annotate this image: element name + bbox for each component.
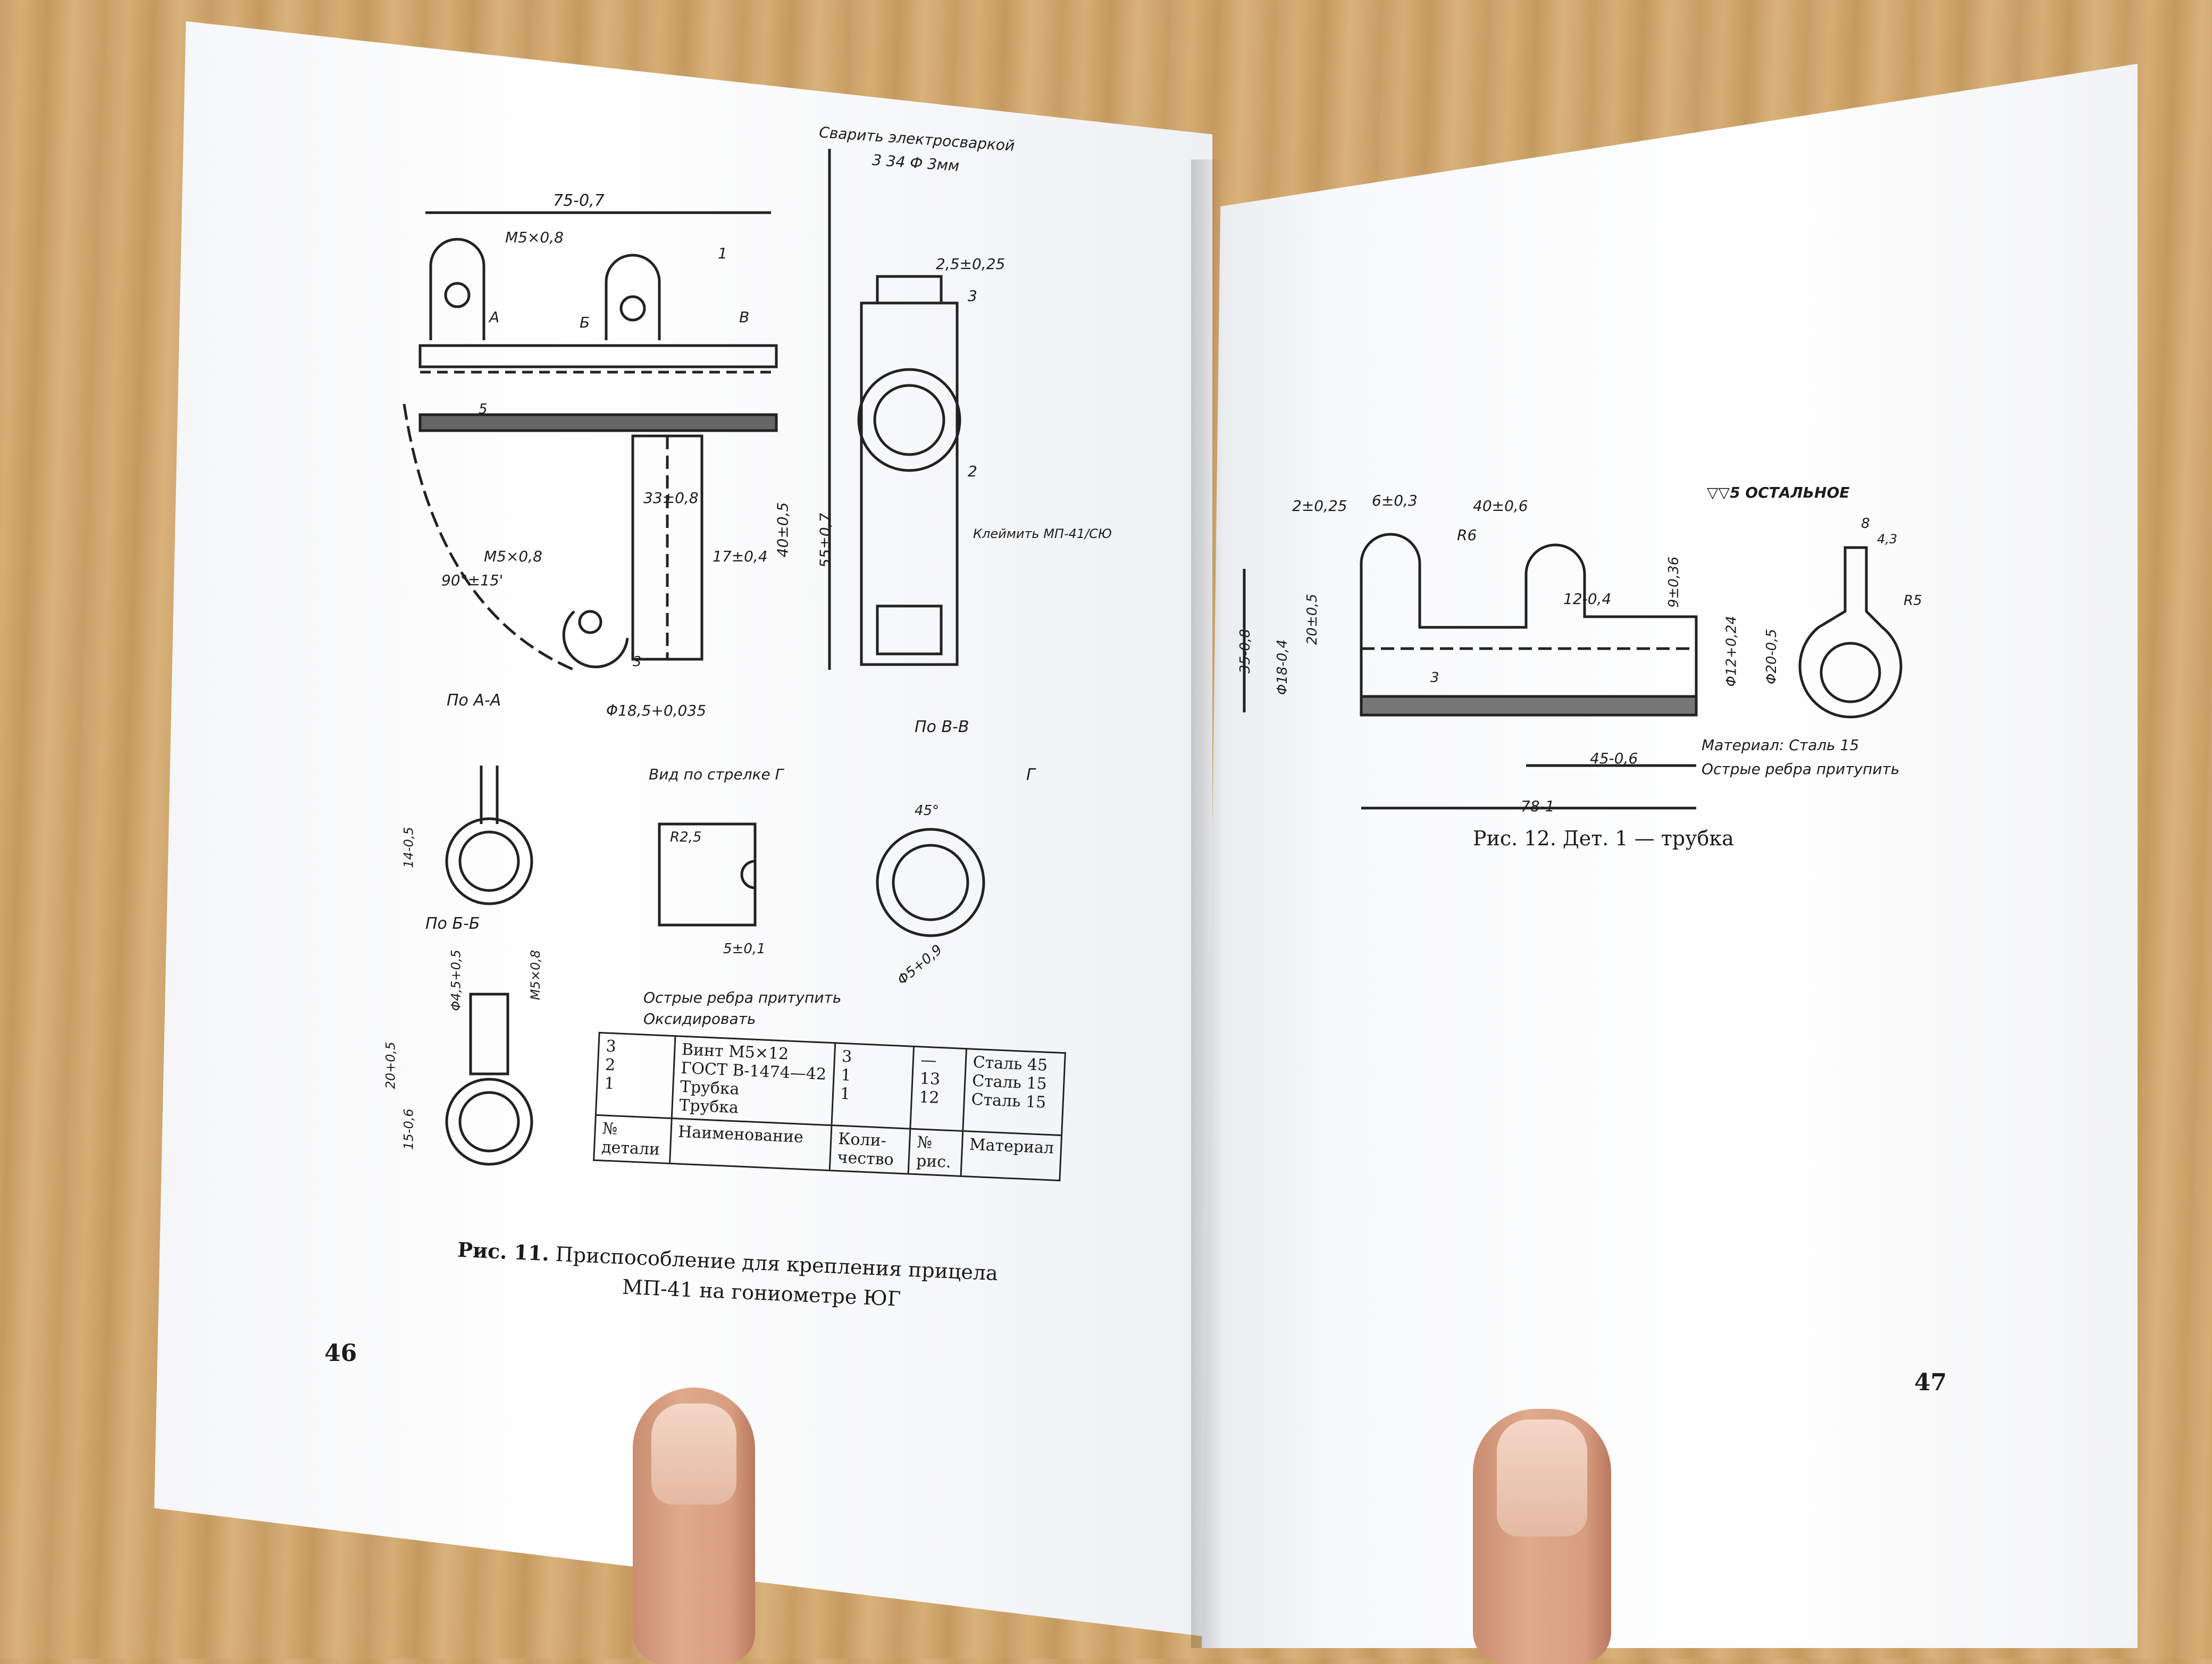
book-gutter-shadow	[1191, 159, 1223, 1648]
dim-40: 40±0,5	[774, 502, 792, 558]
radius-r5: R5	[1904, 593, 1922, 609]
table-header: № рис.	[908, 1129, 963, 1176]
callout-3: 3	[968, 287, 977, 305]
note-edges: Острые ребра притупить	[643, 989, 842, 1006]
dim-75: 75-0,7	[553, 191, 605, 210]
page-number-left: 46	[324, 1340, 357, 1367]
dim-phi12: Φ12+0,24	[1723, 616, 1740, 687]
dim-phi18: Φ18-0,4	[1275, 639, 1291, 695]
callout-2: 2	[968, 463, 977, 480]
finish-note: ▽▽5 ОСТАЛЬНОЕ	[1707, 484, 1850, 501]
right-book-page	[1202, 64, 2138, 1648]
dim-2-5: 2,5±0,25	[936, 255, 1006, 273]
dim-4-3: 4,3	[1877, 532, 1898, 547]
view-aa-title: По А-А	[447, 691, 501, 710]
thread-left: M5×0,8	[484, 548, 542, 565]
finish-3: 3	[633, 654, 642, 670]
dim-33: 33±0,8	[643, 489, 699, 507]
dim-6: 6±0,3	[1372, 492, 1418, 509]
dim-78: 78-1	[1521, 797, 1555, 815]
right-thumbnail	[1497, 1419, 1587, 1536]
note-oxidize: Оксидировать	[643, 1010, 756, 1028]
section-mark-b: Б	[580, 314, 590, 331]
section-mark-a: А	[489, 308, 500, 326]
material-note: Материал: Сталь 15	[1702, 736, 1859, 754]
edges-note: Острые ребра притупить	[1702, 760, 1900, 778]
radius-r6: R6	[1457, 526, 1477, 544]
dim-35: 35-0,8	[1237, 629, 1253, 674]
dim-9: 9±0,36	[1666, 556, 1682, 608]
dim-phi4-5: Φ4,5+0,5	[448, 949, 464, 1011]
thread-top: M5×0,8	[505, 229, 564, 246]
stamp-note: Клеймить МП-41/СЮ	[973, 526, 1112, 541]
dim-17: 17±0,4	[713, 548, 768, 565]
radius-r2-5: R2,5	[670, 829, 702, 845]
finish-5: 5	[479, 401, 488, 417]
dim-15: 15-0,6	[401, 1108, 416, 1150]
finish-3-right: 3	[1430, 670, 1439, 686]
left-thumb	[633, 1388, 755, 1664]
angle-90: 90°±15'	[441, 572, 504, 589]
callout-1: 1	[718, 245, 727, 262]
table-header: Материал	[960, 1131, 1062, 1181]
figure-11-label: Рис. 11.	[457, 1237, 550, 1266]
dim-45: 45-0,6	[1590, 750, 1638, 767]
dim-55: 55±0,7	[816, 512, 834, 568]
view-arrow-title: Вид по стрелке Г	[649, 766, 784, 783]
dim-phi18: Φ18,5+0,035	[606, 702, 707, 719]
view-vv-title: По В-В	[915, 718, 969, 736]
dim-20: 20±0,5	[1304, 593, 1321, 645]
figure-12-caption: Рис. 12. Дет. 1 — трубка	[1473, 827, 1734, 850]
dim-40: 40±0,6	[1473, 497, 1528, 515]
dim-14: 14-0,5	[401, 827, 416, 868]
dim-8: 8	[1861, 516, 1870, 532]
right-thumb	[1473, 1409, 1611, 1664]
dim-phi20: Φ20-0,5	[1764, 628, 1780, 685]
angle-45: 45°	[915, 803, 940, 819]
table-header: Коли- чество	[830, 1125, 911, 1174]
dim-20: 20+0,5	[383, 1041, 398, 1089]
left-thumbnail	[651, 1404, 736, 1505]
table-header: Наименование	[669, 1118, 832, 1171]
dim-5: 5±0,1	[723, 941, 766, 957]
section-mark-v: В	[739, 308, 750, 326]
dim-2: 2±0,25	[1292, 497, 1347, 515]
table-header: № детали	[593, 1115, 672, 1164]
arrow-g: Г	[1026, 766, 1035, 784]
view-bb-title: По Б-Б	[425, 914, 480, 933]
page-number-right: 47	[1914, 1369, 1947, 1396]
dim-m5: M5×0,8	[528, 949, 543, 1001]
dim-12: 12-0,4	[1563, 590, 1612, 608]
